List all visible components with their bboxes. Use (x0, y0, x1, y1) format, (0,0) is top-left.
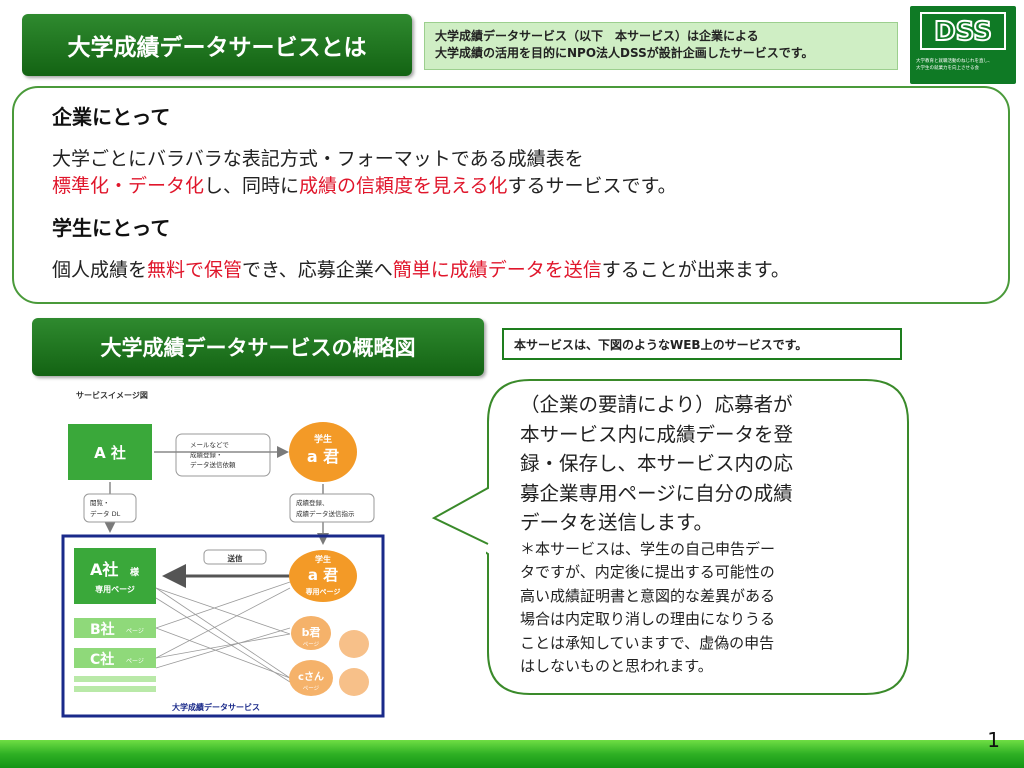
student-b-circle (291, 616, 331, 650)
request-text: データ送信依頼 (190, 460, 236, 469)
intro-note-line: 大学成績データサービス（以下 本サービス）は企業による (435, 29, 759, 43)
highlight-text: 成績の信頼度を見える化 (299, 175, 508, 197)
page-number: 1 (987, 728, 1000, 752)
highlight-text: 無料で保管 (147, 259, 243, 281)
callout-note-line: はしないものと思われます。 (520, 657, 713, 675)
request-text: メールなどで (190, 441, 229, 449)
student-extra-circle (339, 630, 369, 658)
highlight-text: 標準化・データ化 (52, 175, 205, 197)
callout-main-line: 募企業専用ページに自分の成績 (520, 481, 793, 505)
student-text-line: 個人成績を無料で保管でき、応募企業へ簡単に成績データを送信することが出来ます。 (52, 257, 790, 284)
callout-main-line: （企業の要請により）応募者が (520, 393, 793, 416)
company-b-page-box (74, 618, 156, 638)
highlight-text: 簡単に成績データを送信 (392, 259, 602, 281)
callout-bubble (486, 379, 909, 695)
register-text: 成績登録、 (296, 498, 329, 507)
c-student-label: cさん (298, 671, 324, 683)
register-text: 成績データ送信指示 (296, 509, 355, 518)
b-company-label: B社 (90, 621, 115, 638)
view-text: 閲覧・ (90, 498, 110, 507)
callout-text: （企業の要請により）応募者が 本サービス内に成績データを登 録・保存し、本サービ… (520, 390, 864, 679)
view-bubble (83, 493, 137, 523)
student-a-circle (289, 422, 357, 482)
callout-note-line: ＊本サービスは、学生の自己申告デー (520, 539, 776, 558)
company-text-line2: 標準化・データ化し、同時に成績の信頼度を見える化するサービスです。 (52, 173, 677, 200)
intro-note-line: 大学成績の活用を目的にNPO法人DSSが設計企画したサービスです。 (435, 46, 814, 60)
company-a-label: A 社 (94, 444, 126, 462)
student-a-page-circle (289, 550, 357, 602)
c-company-page: ページ (126, 658, 144, 665)
body-text: でき、応募企業へ (242, 259, 393, 281)
callout-main-line: 本サービス内に成績データを登 (520, 422, 794, 446)
c-student-page: ページ (303, 685, 320, 692)
body-text: するサービスです。 (507, 175, 677, 197)
company-text-line1: 大学ごとにバラバラな表記方式・フォーマットである成績表を (52, 148, 584, 170)
student-name-label: a 君 (307, 447, 339, 466)
body-text: し、同時に (204, 175, 300, 197)
student-page-name: a 君 (308, 566, 338, 584)
logo-mark-text: DSS (934, 17, 992, 47)
b-company-page: ページ (126, 628, 144, 635)
company-c-page-box (74, 648, 156, 668)
student-extra-circle (339, 668, 369, 696)
dss-logo: DSS 大学教育と就職活動のねじれを直し、 大学生の就業力を向上させる会 (910, 6, 1016, 84)
a-page-main: A社 (90, 560, 118, 579)
view-text: データ DL (90, 509, 121, 518)
logo-tagline: 大学教育と就職活動のねじれを直し、 大学生の就業力を向上させる会 (916, 58, 1012, 72)
footer-bar (0, 740, 1024, 768)
callout-note-line: 場合は内定取り消しの理由になりうる (520, 610, 776, 628)
intro-note: 大学成績データサービス（以下 本サービス）は企業による 大学成績の活用を目的にN… (424, 22, 898, 70)
callout-pointer (431, 487, 489, 545)
company-a-page-box (74, 548, 156, 604)
student-top-label: 学生 (314, 433, 332, 445)
send-bubble (203, 549, 267, 565)
b-student-label: b君 (302, 626, 321, 639)
callout-main-line: データを送信します。 (520, 511, 714, 534)
send-text: 送信 (227, 553, 243, 563)
callout-note-line: ことは承知していますで、虚偽の申告 (520, 633, 775, 652)
header-title: 大学成績データサービスの概略図 (100, 336, 416, 360)
company-heading: 企業にとって (52, 105, 171, 129)
header-title: 大学成績データサービスとは (67, 35, 367, 61)
register-bubble (289, 493, 375, 523)
callout-note-line: タですが、内定後に提出する可能性の (520, 563, 775, 581)
dss-logo-mark-icon: DSS (920, 12, 1006, 50)
logo-tagline-line: 大学教育と就職活動のねじれを直し、 (916, 59, 993, 64)
section-header-overview: 大学成績データサービスの概略図 (32, 318, 484, 376)
b-student-page: ページ (303, 641, 320, 648)
service-label: 大学成績データサービス (172, 702, 260, 712)
request-text: 成績登録・ (190, 450, 223, 459)
a-page-sama: 様 (130, 566, 140, 578)
extra-page-strip (74, 676, 156, 682)
a-page-sub: 専用ページ (95, 584, 135, 594)
extra-page-strip (74, 686, 156, 692)
student-page-top: 学生 (315, 554, 331, 564)
c-company-label: C社 (90, 651, 114, 668)
service-frame (61, 534, 385, 718)
diagram-caption: サービスイメージ図 (76, 390, 148, 400)
connection-lines (155, 581, 291, 683)
logo-tagline-line: 大学生の就業力を向上させる会 (916, 66, 979, 71)
body-text: することが出来ます。 (601, 259, 790, 281)
student-page-sub: 専用ページ (306, 587, 341, 596)
web-note: 本サービスは、下図のようなWEB上のサービスです。 (502, 328, 902, 360)
service-diagram: サービスイメージ図 A 社 メールなどで 成績登録・ データ送信依頼 学生 a … (61, 390, 385, 718)
callout-main-line: 録・保存し、本サービス内の応 (520, 452, 794, 475)
request-bubble (175, 433, 271, 477)
body-text: 個人成績を (52, 259, 148, 281)
section-header-about: 大学成績データサービスとは (22, 14, 412, 76)
student-c-circle (289, 660, 333, 696)
benefits-box (12, 86, 1010, 304)
callout-note-line: 高い成績証明書と意図的な差異がある (520, 586, 776, 605)
student-heading: 学生にとって (52, 216, 171, 240)
company-a-box (68, 424, 152, 480)
